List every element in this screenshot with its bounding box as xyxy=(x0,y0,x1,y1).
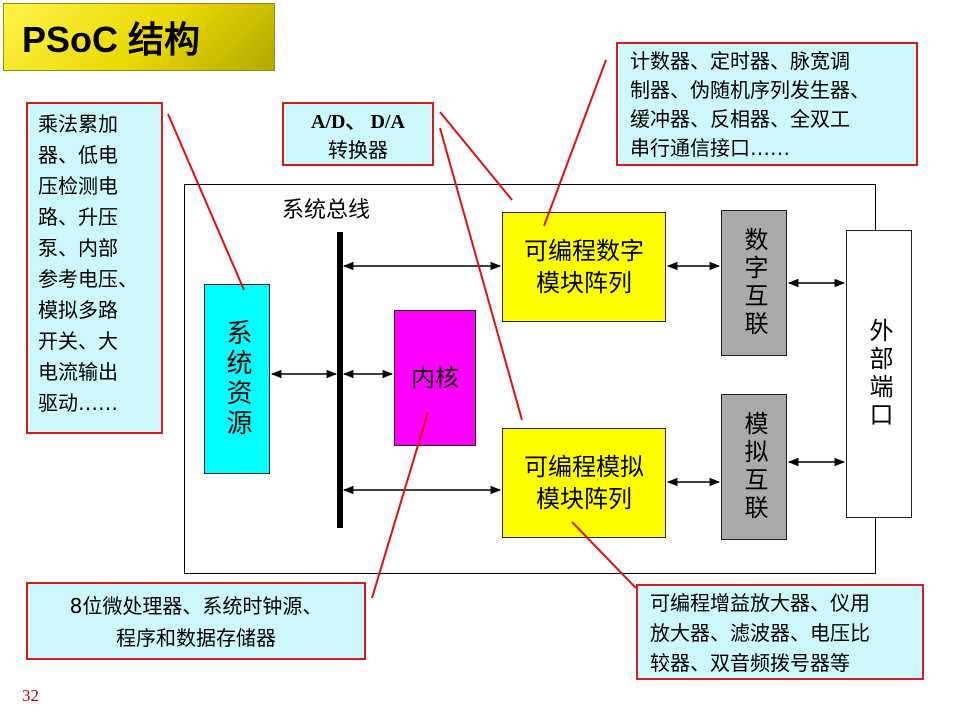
callout-line: 路、升压 xyxy=(38,205,118,229)
callout-system-resources: 乘法累加 器、低电 压检测电 路、升压 泵、内部 参考电压、 模拟多路 开关、大… xyxy=(26,102,163,434)
callout-line: 开关、大 xyxy=(38,329,118,353)
callout-line: 8位微处理器、系统时钟源、 xyxy=(69,594,323,618)
callout-line: 电流输出 xyxy=(38,360,118,384)
core-block: 内核 xyxy=(394,310,476,446)
callout-analog: 可编程增益放大器、仪用 放大器、滤波器、电压比 较器、双音频拨号器等 xyxy=(636,584,924,680)
callout-line: 缓冲器、反相器、全双工 xyxy=(630,107,850,131)
callout-core: 8位微处理器、系统时钟源、 程序和数据存储器 xyxy=(26,582,366,660)
analog-interconnect-block: 模拟互联 xyxy=(721,394,787,540)
callout-line: 压检测电 xyxy=(38,174,118,198)
bus-label: 系统总线 xyxy=(282,198,371,223)
callout-line: A/D、 D/A xyxy=(311,111,405,133)
digital-interconnect-block: 数字互联 xyxy=(721,210,787,356)
analog-array-block: 可编程模拟 模块阵列 xyxy=(502,428,666,538)
callout-line: 驱动…… xyxy=(38,391,118,415)
callout-line: 参考电压、 xyxy=(38,267,138,291)
callout-line: 放大器、滤波器、电压比 xyxy=(650,621,870,645)
callout-line: 可编程增益放大器、仪用 xyxy=(650,591,870,615)
digital-array-block: 可编程数字 模块阵列 xyxy=(502,212,666,322)
callout-line: 串行通信接口…… xyxy=(630,136,790,160)
digital-array-line2: 模块阵列 xyxy=(536,269,632,297)
system-resources-block: 系统资源 xyxy=(204,284,270,474)
callout-digital: 计数器、定时器、脉宽调 制器、伪随机序列发生器、 缓冲器、反相器、全双工 串行通… xyxy=(616,42,918,166)
callout-line: 计数器、定时器、脉宽调 xyxy=(630,49,850,73)
callout-line: 较器、双音频拨号器等 xyxy=(650,651,850,675)
callout-line: 乘法累加 xyxy=(38,112,118,136)
callout-line: 器、低电 xyxy=(38,143,118,167)
callout-line: 模拟多路 xyxy=(38,298,118,322)
page-number: 32 xyxy=(22,686,39,705)
callout-line: 转换器 xyxy=(328,138,388,162)
slide-title: PSoC 结构 xyxy=(3,3,275,71)
callout-adda: A/D、 D/A 转换器 xyxy=(282,102,434,166)
callout-line: 制器、伪随机序列发生器、 xyxy=(630,78,870,102)
callout-line: 程序和数据存储器 xyxy=(116,626,276,650)
external-port-block: 外部端口 xyxy=(846,230,912,518)
callout-line: 泵、内部 xyxy=(38,236,118,260)
analog-array-line2: 模块阵列 xyxy=(536,485,632,513)
digital-array-line1: 可编程数字 xyxy=(524,237,644,265)
analog-array-line1: 可编程模拟 xyxy=(524,453,644,481)
